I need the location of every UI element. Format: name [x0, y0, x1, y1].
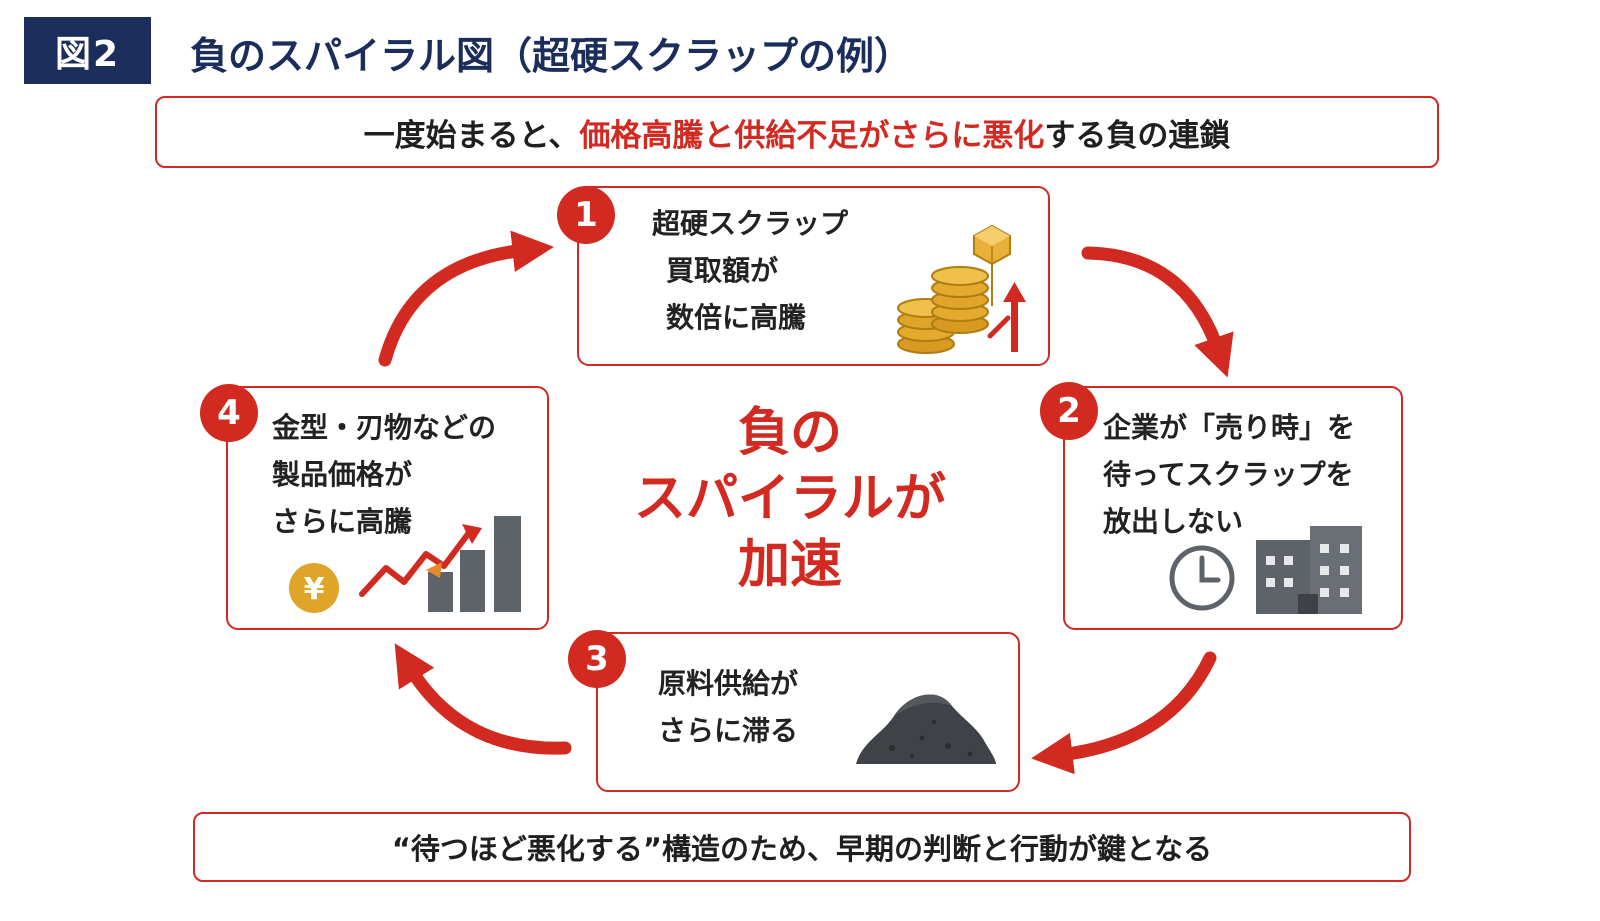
step-4-text: 金型・刃物などの 製品価格が さらに高騰 [272, 404, 496, 545]
center-spiral-label: 負の スパイラルが 加速 [600, 400, 980, 598]
center-line-3: 加速 [737, 535, 842, 595]
step-2-line-1: 企業が「売り時」を [1103, 411, 1356, 444]
figure-title: 負のスパイラル図（超硬スクラップの例） [190, 33, 913, 78]
step-4-line-2: 製品価格が [272, 458, 413, 491]
arrow-step3-to-step4 [394, 643, 572, 755]
step-3-badge: 3 [568, 630, 626, 688]
step-4-line-3: さらに高騰 [272, 505, 413, 538]
top-banner-prefix: 一度始まると、 [363, 117, 580, 154]
step-1-line-1: 超硬スクラップ [652, 207, 849, 240]
bottom-banner: “待つほど悪化する”構造のため、早期の判断と行動が鍵となる [193, 812, 1411, 882]
step-4-badge: 4 [200, 384, 258, 442]
step-3-line-1: 原料供給が [658, 667, 799, 700]
step-1-line-3: 数倍に高騰 [666, 301, 807, 334]
arrow-step1-to-step2 [1081, 246, 1234, 378]
center-line-1: 負の [737, 403, 842, 463]
top-banner-suffix: する負の連鎖 [1044, 117, 1231, 154]
coins-rising-icon [897, 224, 1026, 354]
step-3-line-2: さらに滞る [658, 714, 799, 747]
step-2-badge: 2 [1040, 382, 1098, 440]
center-line-2: スパイラルが [633, 469, 946, 529]
step-1-badge: 1 [557, 186, 615, 244]
scrap-pile-icon [856, 694, 996, 764]
step-3-text: 原料供給が さらに滞る [658, 660, 798, 754]
bottom-banner-text: “待つほど悪化する”構造のため、早期の判断と行動が鍵となる [391, 832, 1213, 866]
figure-label: 図2 [24, 17, 151, 84]
clock-building-icon [1169, 526, 1362, 614]
yen-symbol: ¥ [304, 572, 325, 607]
yen-chart-rising-icon: ¥ [289, 516, 521, 613]
top-banner-highlight: 価格高騰と供給不足がさらに悪化 [579, 117, 1045, 154]
top-banner: 一度始まると、価格高騰と供給不足がさらに悪化する負の連鎖 [155, 96, 1439, 168]
arrow-step4-to-step1 [378, 230, 554, 367]
step-4-line-1: 金型・刃物などの [272, 411, 497, 444]
step-2-line-2: 待ってスクラップを [1103, 458, 1354, 491]
step-2-line-3: 放出しない [1103, 505, 1244, 538]
step-1-text: 超硬スクラップ 買取額が 数倍に高騰 [652, 200, 848, 341]
arrow-step2-to-step3 [1031, 651, 1217, 775]
step-2-text: 企業が「売り時」を 待ってスクラップを 放出しない [1103, 404, 1355, 545]
step-1-line-2: 買取額が [666, 254, 779, 287]
